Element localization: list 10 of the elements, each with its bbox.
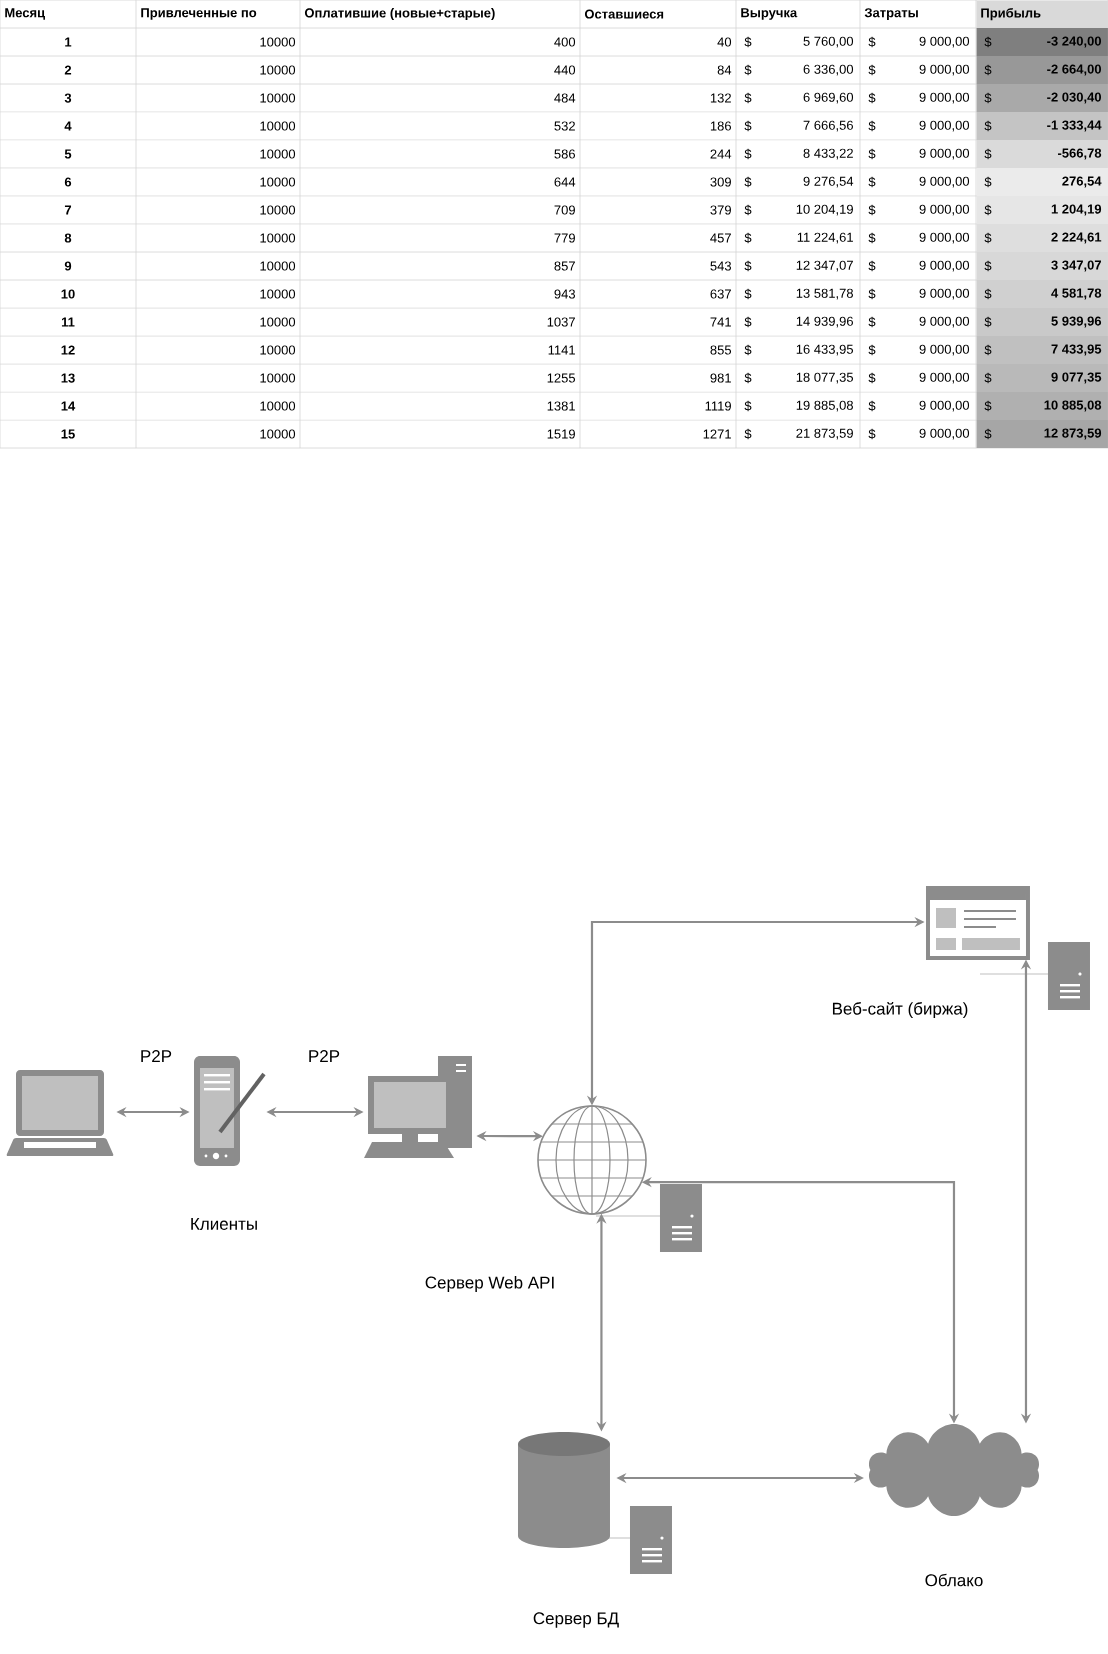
edge-label: P2P — [137, 1048, 175, 1064]
edge-label: P2P — [305, 1048, 343, 1064]
node-caption: Сервер Web API — [425, 1276, 554, 1292]
tablet-drawing — [194, 1056, 266, 1166]
node-caption: Облако — [925, 1573, 983, 1587]
desktop-computer-drawing — [364, 1056, 472, 1158]
node-caption: Веб-сайт (биржа) — [832, 1001, 968, 1019]
node-caption: Сервер БД — [533, 1612, 619, 1628]
group-caption: Клиенты — [191, 1218, 257, 1230]
laptop-drawing — [6, 1070, 114, 1156]
